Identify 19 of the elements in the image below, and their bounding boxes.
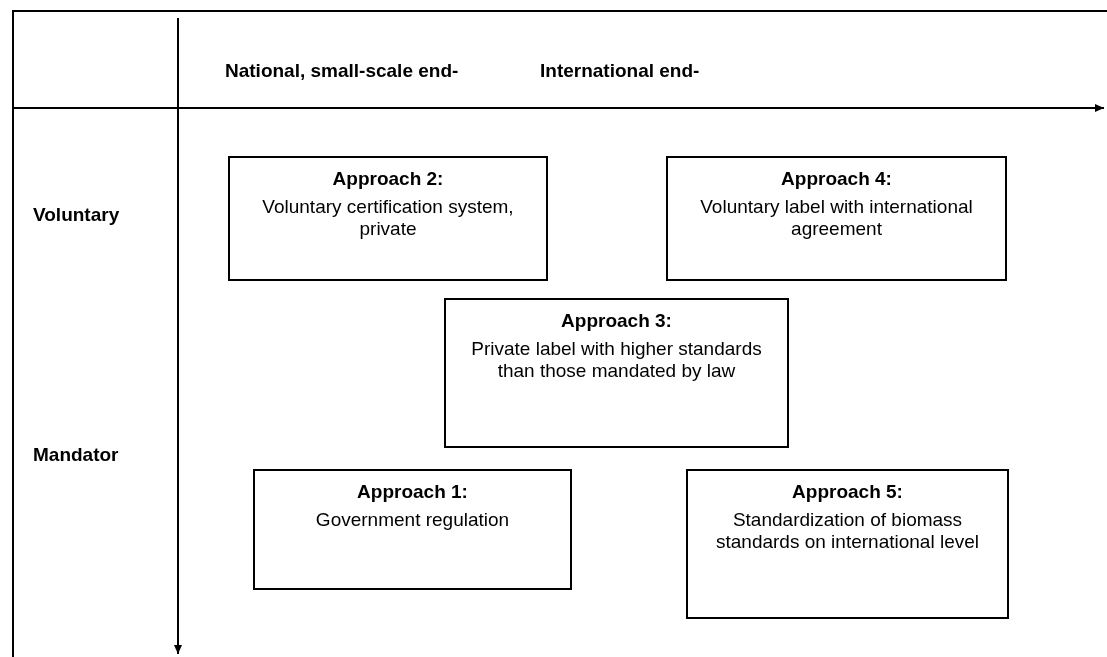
approach-box xyxy=(253,469,572,590)
box-description: Government regulation xyxy=(314,509,511,531)
column-header: International end- xyxy=(540,60,700,82)
approach-box xyxy=(686,469,1009,619)
box-description: Private label with higher standards than those mandated by law xyxy=(470,338,763,382)
box-heading: Approach 4: xyxy=(780,168,893,190)
approach-box xyxy=(666,156,1007,281)
box-description: Voluntary label with international agreement xyxy=(699,196,974,240)
box-description: Standardization of biomass standards on international level xyxy=(715,509,980,553)
row-label: Voluntary xyxy=(33,204,120,226)
box-heading: Approach 1: xyxy=(356,481,469,503)
approach-box xyxy=(228,156,548,281)
box-heading: Approach 2: xyxy=(331,168,445,190)
column-header: National, small-scale end- xyxy=(225,60,459,82)
row-label: Mandator xyxy=(33,444,119,466)
box-description: Voluntary certification system, private xyxy=(261,196,515,240)
box-heading: Approach 3: xyxy=(560,310,673,332)
approach-box xyxy=(444,298,789,448)
box-heading: Approach 5: xyxy=(791,481,904,503)
